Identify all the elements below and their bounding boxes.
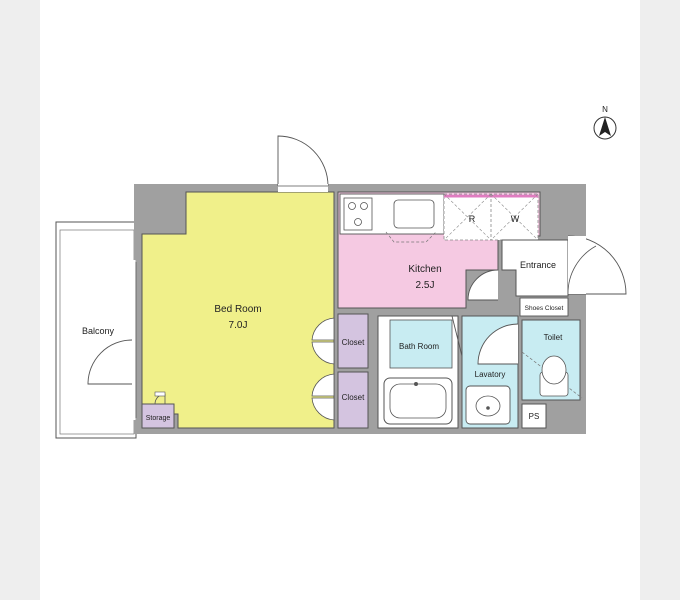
storage-floor	[141, 403, 175, 429]
counter-edge	[385, 231, 437, 243]
bed-room-door-opening	[278, 184, 328, 192]
appliance-area: R W	[443, 193, 539, 241]
stove	[343, 197, 373, 231]
sink	[393, 199, 435, 229]
entrance-name: Entrance	[520, 260, 556, 270]
hall-door-swing	[467, 269, 499, 301]
closet-upper-floor	[337, 313, 369, 369]
bath-room-name: Bath Room	[399, 342, 439, 351]
burner-icon	[354, 218, 362, 226]
refrigerator-label: R	[469, 214, 476, 224]
closet-door-swings	[311, 317, 335, 421]
floor-plan: R W N Bed Room 7.0J Kitchen 2.5J Balcony	[55, 105, 627, 439]
kitchen-size: 2.5J	[416, 280, 435, 291]
bed-room-door-swing	[277, 135, 329, 187]
bath-door-fold	[451, 315, 463, 357]
wash-basin	[475, 395, 501, 417]
balcony-door-swing	[87, 339, 133, 385]
compass: N	[593, 105, 617, 140]
bathtub	[383, 377, 453, 425]
lavatory-door-swing	[477, 323, 519, 365]
storage-door	[154, 391, 166, 397]
entrance-door-arc	[567, 245, 597, 295]
kitchen-counter	[339, 193, 445, 243]
washer-label: W	[511, 214, 520, 224]
balcony-name: Balcony	[82, 326, 115, 336]
drain-icon	[414, 382, 418, 386]
shoes-closet	[519, 297, 569, 317]
washer-cross	[490, 193, 539, 241]
basin-drain-icon	[486, 406, 490, 410]
compass-label: N	[602, 105, 608, 114]
storage-name: Storage	[146, 415, 171, 422]
kitchen-name: Kitchen	[408, 264, 441, 275]
burner-icon	[348, 202, 356, 210]
north-arrow-icon	[599, 117, 611, 136]
toilet-name: Toilet	[544, 333, 563, 342]
entrance-door-opening	[568, 236, 586, 294]
balcony	[55, 221, 137, 439]
burner-icon	[360, 202, 368, 210]
shoes-closet-name: Shoes Closet	[525, 305, 564, 312]
balcony-outline	[55, 221, 137, 439]
refrigerator-cross	[443, 193, 492, 241]
ps-name: PS	[529, 412, 540, 421]
ps-space	[521, 403, 547, 429]
toilet-bowl	[541, 355, 567, 385]
floor-plan-sheet: R W N Bed Room 7.0J Kitchen 2.5J Balcony	[40, 0, 640, 600]
closet-lower-floor	[337, 371, 369, 429]
bath-room-floor	[389, 319, 453, 369]
lavatory-name: Lavatory	[475, 370, 506, 379]
bed-room-size: 7.0J	[229, 320, 248, 331]
closet-lower-name: Closet	[342, 393, 365, 402]
closet-upper-name: Closet	[342, 338, 365, 347]
bed-room-name: Bed Room	[214, 304, 261, 315]
